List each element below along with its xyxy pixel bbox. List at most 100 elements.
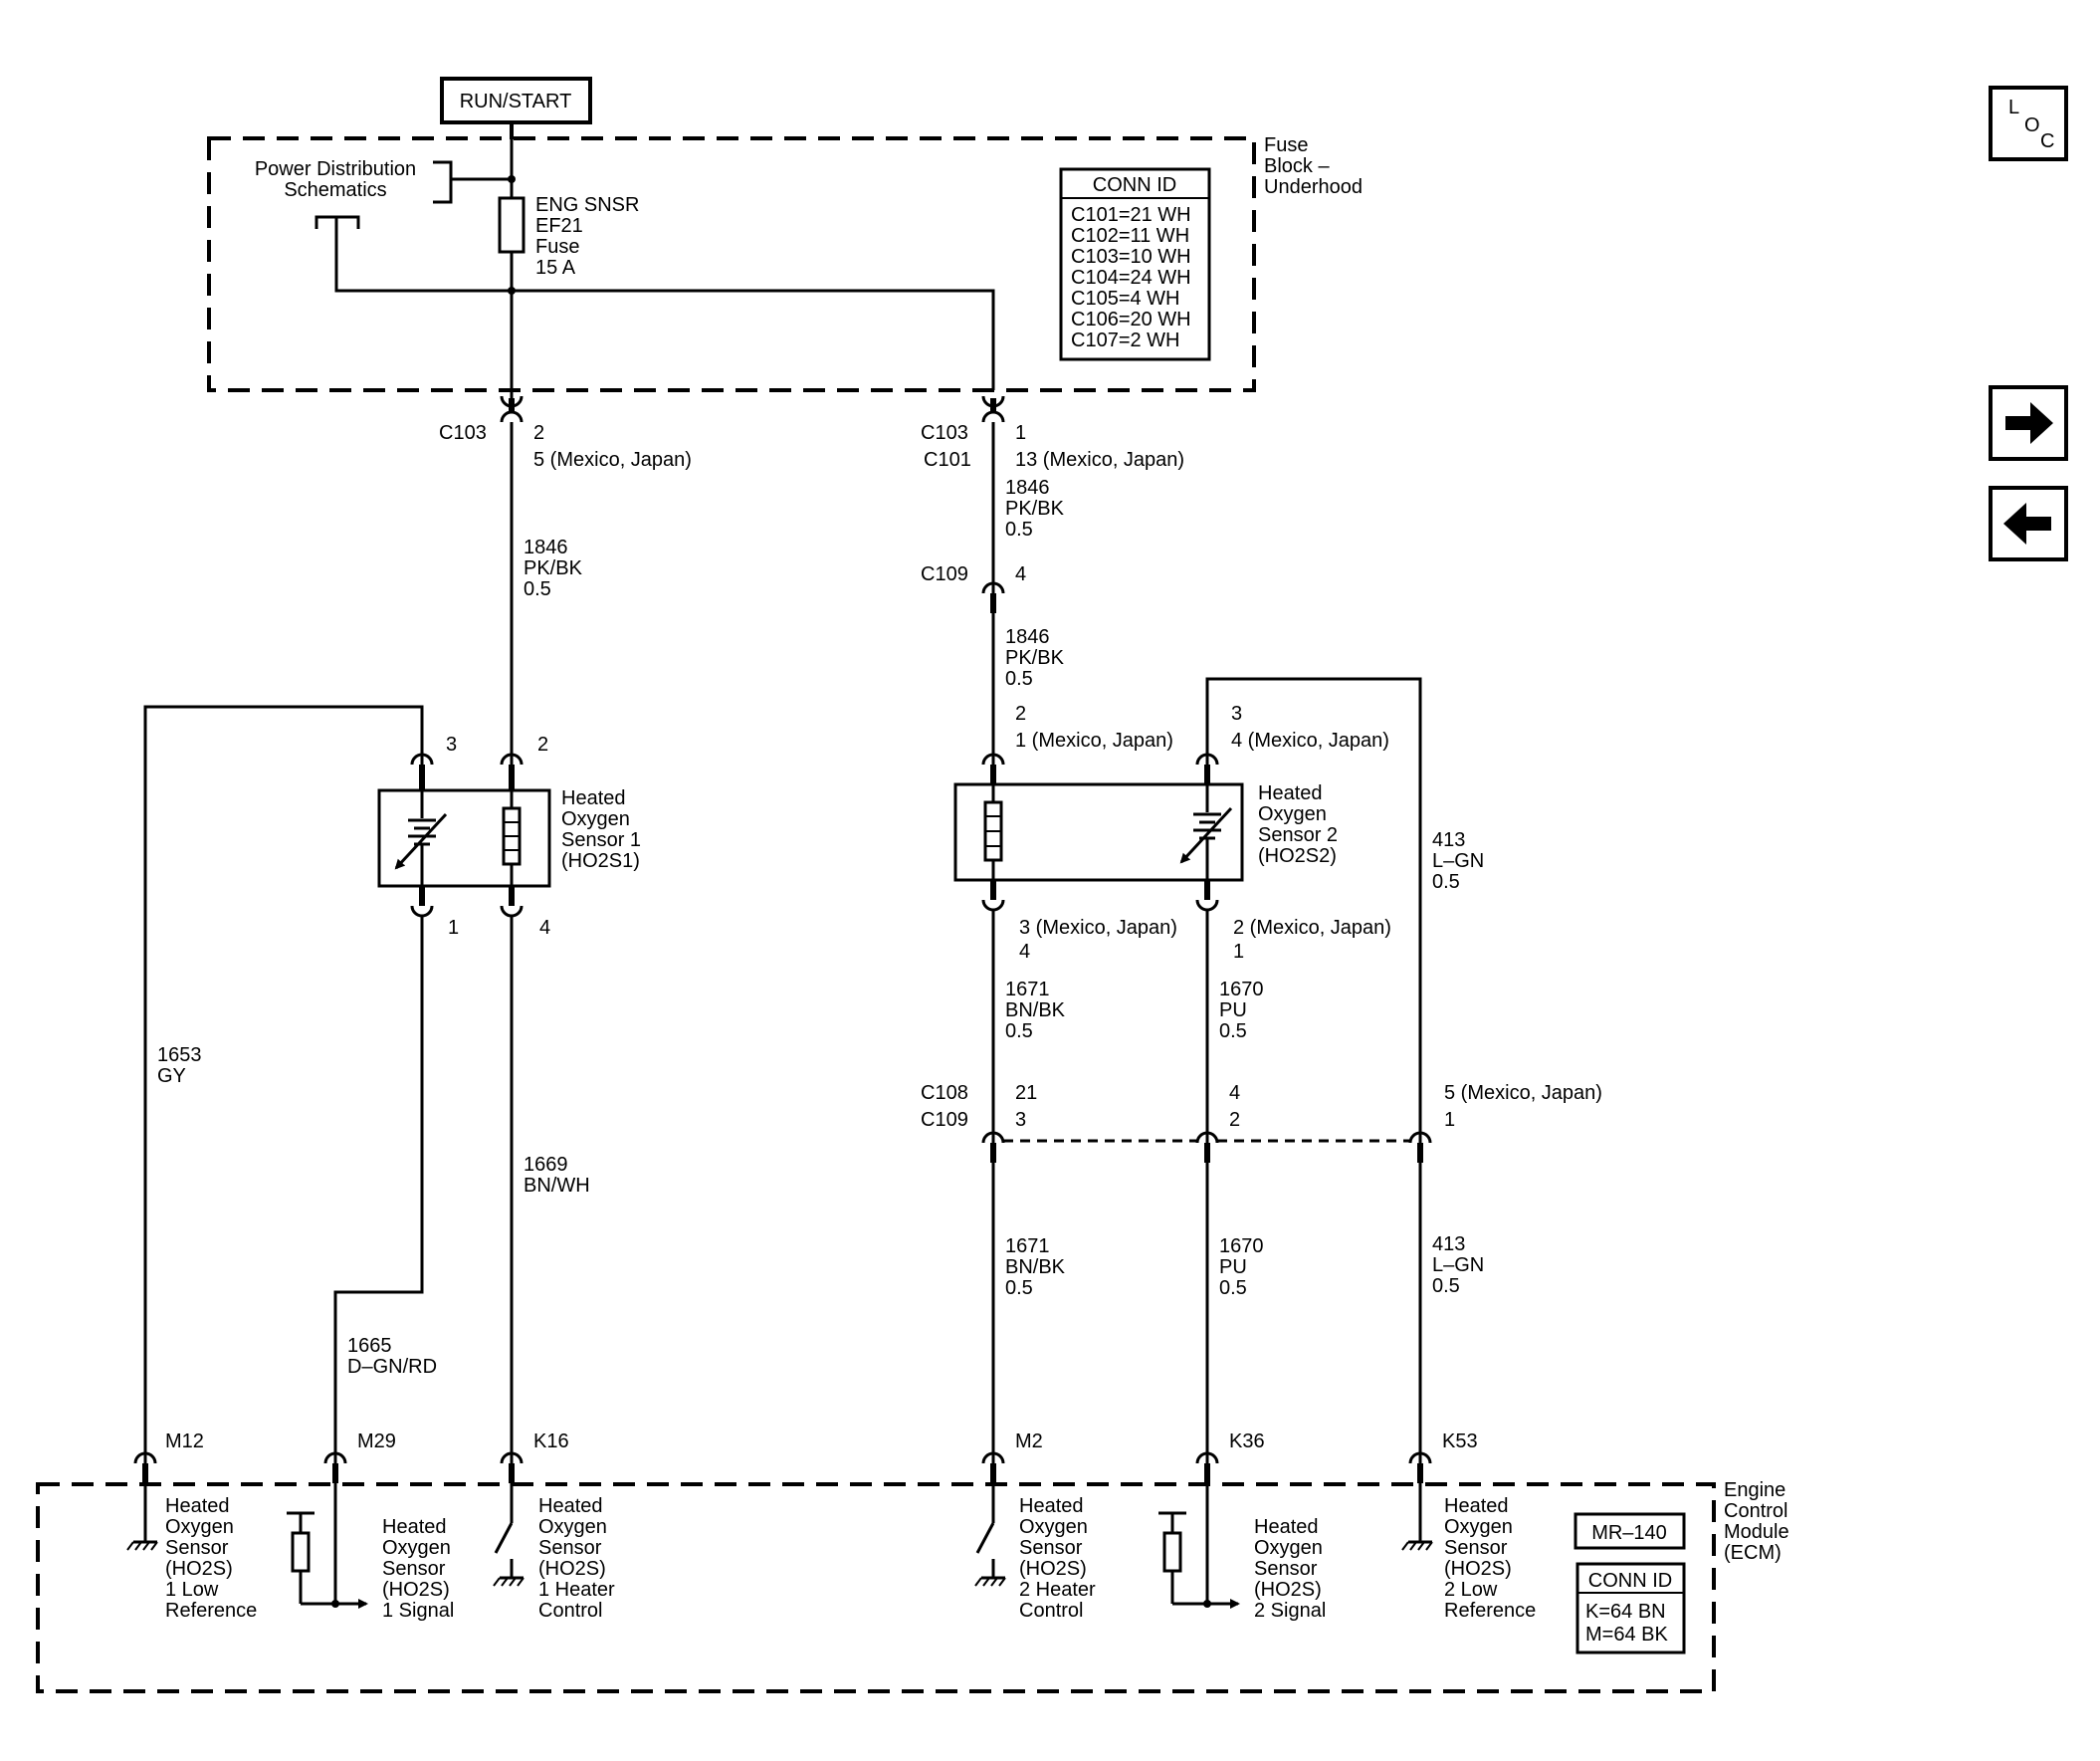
ho2s1-pin-4: 4 — [539, 917, 550, 939]
svg-text:1 Signal: 1 Signal — [382, 1600, 454, 1622]
ecm-pin-m12: M12 — [165, 1431, 204, 1452]
ho2s2-bottom-right-pin: 2 (Mexico, Japan) 1 — [1233, 917, 1391, 963]
svg-text:Heated: Heated — [561, 787, 626, 809]
svg-text:Sensor 2: Sensor 2 — [1258, 824, 1338, 846]
wire-1671-lower: 1671 BN/BK 0.5 — [1005, 1235, 1066, 1299]
c103-left-pin: 2 — [533, 422, 544, 444]
svg-text:D–GN/RD: D–GN/RD — [347, 1356, 437, 1378]
ho2s2-bottom-left-pin: 3 (Mexico, Japan) 4 — [1019, 917, 1177, 963]
ho2s1-label: Heated Oxygen Sensor 1 (HO2S1) — [561, 787, 641, 872]
svg-text:3: 3 — [1231, 703, 1242, 725]
svg-text:(HO2S2): (HO2S2) — [1258, 845, 1337, 867]
fuse-label: ENG SNSR EF21 Fuse 15 A — [535, 194, 639, 279]
wire-1671-upper: 1671 BN/BK 0.5 — [1005, 979, 1066, 1042]
svg-text:C103=10 WH: C103=10 WH — [1071, 246, 1191, 268]
svg-text:PU: PU — [1219, 999, 1247, 1021]
ho2s2-label: Heated Oxygen Sensor 2 (HO2S2) — [1258, 782, 1338, 867]
svg-text:Oxygen: Oxygen — [1019, 1516, 1088, 1538]
svg-text:0.5: 0.5 — [1005, 668, 1033, 690]
ho2s2-top-right-pin: 3 4 (Mexico, Japan) — [1231, 703, 1389, 752]
c101-right-name: C101 — [924, 449, 971, 471]
c101-right-pin: 13 (Mexico, Japan) — [1015, 449, 1184, 471]
ho2s2-sensor — [953, 782, 1244, 882]
svg-text:Oxygen: Oxygen — [165, 1516, 234, 1538]
ho2s1-pin-3: 3 — [446, 734, 457, 756]
svg-text:2 Low: 2 Low — [1444, 1579, 1498, 1601]
svg-text:PK/BK: PK/BK — [1005, 498, 1065, 520]
svg-text:0.5: 0.5 — [1219, 1277, 1247, 1299]
ecm-func-ho2s1-signal: Heated Oxygen Sensor (HO2S) 1 Signal — [382, 1516, 454, 1622]
svg-text:1669: 1669 — [524, 1154, 568, 1176]
svg-text:Sensor: Sensor — [1019, 1537, 1083, 1559]
ecm-pin-k16: K16 — [533, 1431, 569, 1452]
ho2s2-signal-input-icon — [1158, 1483, 1240, 1609]
power-distribution-ref[interactable]: Power Distribution Schematics — [255, 158, 416, 201]
ho2s2-low-ref-ground-icon — [1401, 1483, 1433, 1551]
loc-letter-l: L — [2008, 97, 2019, 118]
svg-text:1 (Mexico, Japan): 1 (Mexico, Japan) — [1015, 730, 1173, 752]
svg-text:(HO2S): (HO2S) — [165, 1558, 233, 1580]
svg-text:C105=4 WH: C105=4 WH — [1071, 288, 1180, 310]
svg-text:Sensor: Sensor — [382, 1558, 446, 1580]
svg-text:Heated: Heated — [1444, 1495, 1509, 1517]
wire-1670-upper: 1670 PU 0.5 — [1219, 979, 1264, 1042]
svg-text:Sensor: Sensor — [538, 1537, 602, 1559]
svg-text:4: 4 — [1019, 941, 1030, 963]
c103-left-pin-alt: 5 (Mexico, Japan) — [533, 449, 692, 471]
run-start-label: RUN/START — [460, 91, 572, 112]
svg-text:0.5: 0.5 — [1432, 871, 1460, 893]
ecm-pin-m2: M2 — [1015, 1431, 1043, 1452]
previous-page-button[interactable] — [1989, 486, 2068, 561]
loc-button[interactable]: L O C — [1989, 86, 2068, 161]
svg-text:1 Heater: 1 Heater — [538, 1579, 615, 1601]
svg-text:Heated: Heated — [1019, 1495, 1084, 1517]
connector-c103-right — [981, 395, 1005, 423]
ho2s2-heater-switch-icon — [974, 1483, 1006, 1587]
svg-text:MR–140: MR–140 — [1591, 1522, 1667, 1544]
svg-text:1653: 1653 — [157, 1044, 202, 1066]
ho2s1-pin-2: 2 — [537, 734, 548, 756]
svg-text:L–GN: L–GN — [1432, 1254, 1484, 1276]
wire-1846-right-lower: 1846 PK/BK 0.5 — [1005, 626, 1065, 690]
svg-text:Sensor: Sensor — [1444, 1537, 1508, 1559]
svg-text:ENG SNSR: ENG SNSR — [535, 194, 639, 216]
svg-text:Heated: Heated — [165, 1495, 230, 1517]
svg-text:C101=21 WH: C101=21 WH — [1071, 204, 1191, 226]
svg-text:C106=20 WH: C106=20 WH — [1071, 309, 1191, 330]
run-start-box: RUN/START — [440, 77, 592, 124]
svg-text:1846: 1846 — [524, 537, 568, 558]
next-page-button[interactable] — [1989, 385, 2068, 461]
wire-413-upper: 413 L–GN 0.5 — [1432, 829, 1484, 893]
svg-text:PU: PU — [1219, 1256, 1247, 1278]
c108-pin-a: 21 — [1015, 1082, 1037, 1104]
svg-text:1670: 1670 — [1219, 1235, 1264, 1257]
left-arrow-icon — [2003, 503, 2051, 545]
connector-c108-c109-row — [981, 1131, 1432, 1163]
svg-text:Control: Control — [1724, 1500, 1787, 1522]
ecm-func-ho2s2-heater: Heated Oxygen Sensor (HO2S) 2 Heater Con… — [1019, 1495, 1096, 1622]
fuse-ef21-icon — [498, 196, 525, 254]
svg-text:0.5: 0.5 — [1005, 519, 1033, 541]
svg-text:Oxygen: Oxygen — [561, 808, 630, 830]
svg-text:Oxygen: Oxygen — [1444, 1516, 1513, 1538]
ho2s1-connector-pin-1 — [410, 886, 434, 918]
loc-letter-o: O — [2024, 114, 2040, 136]
ecm-func-ho2s2-signal: Heated Oxygen Sensor (HO2S) 2 Signal — [1254, 1516, 1326, 1622]
svg-text:GY: GY — [157, 1065, 186, 1087]
ho2s1-heater-switch-icon — [493, 1483, 525, 1587]
wire-1846-left: 1846 PK/BK 0.5 — [524, 537, 583, 600]
svg-text:1 Low: 1 Low — [165, 1579, 219, 1601]
svg-text:Sensor 1: Sensor 1 — [561, 829, 641, 851]
svg-text:Fuse: Fuse — [535, 236, 579, 258]
svg-text:Heated: Heated — [1258, 782, 1323, 804]
svg-text:EF21: EF21 — [535, 215, 583, 237]
svg-text:(HO2S): (HO2S) — [1444, 1558, 1512, 1580]
c109-lower-name: C109 — [921, 1109, 968, 1131]
svg-text:Heated: Heated — [1254, 1516, 1319, 1538]
svg-text:Block –: Block – — [1264, 155, 1330, 177]
svg-text:0.5: 0.5 — [1219, 1020, 1247, 1042]
svg-text:Heated: Heated — [538, 1495, 603, 1517]
ho2s1-connector-pin-4 — [500, 886, 524, 918]
svg-text:PK/BK: PK/BK — [1005, 647, 1065, 669]
